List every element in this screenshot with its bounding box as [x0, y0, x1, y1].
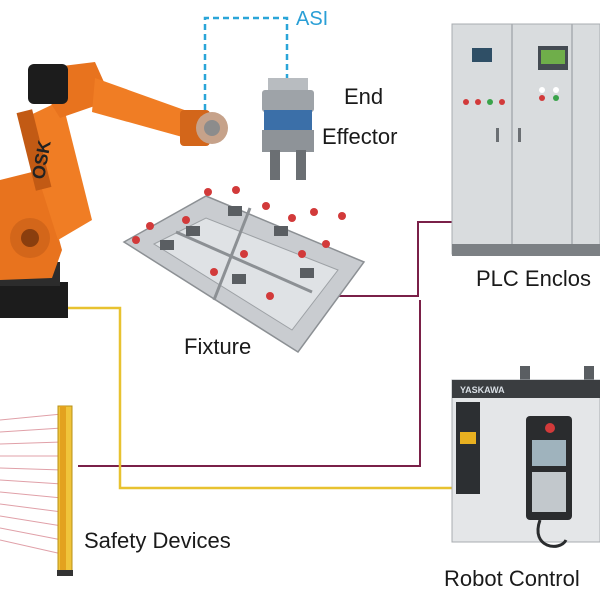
- robot-controller: YASKAWA: [451, 366, 600, 548]
- fixture: [122, 186, 366, 354]
- label-plc-enclosure: PLC Enclos: [476, 266, 591, 291]
- signal-connection-plc-fixture: [338, 221, 456, 297]
- power-connection-robot-controller: [68, 306, 456, 490]
- asi-connection: [203, 16, 289, 110]
- label-fixture: Fixture: [184, 334, 252, 359]
- label-end-effector-line2: Effector: [322, 124, 398, 149]
- end-effector: [262, 78, 314, 180]
- label-asi: ASI: [296, 8, 329, 30]
- robot-arm: OSK: [0, 62, 228, 318]
- safety-devices: [0, 405, 73, 576]
- label-end-effector-line1: End: [344, 84, 384, 109]
- plc-enclosure: [451, 23, 600, 256]
- label-robot-controller: Robot Control: [444, 566, 580, 591]
- robot-controller-brand: YASKAWA: [460, 385, 505, 395]
- label-safety-devices: Safety Devices: [84, 528, 231, 553]
- signal-connection-safety-plc: [78, 300, 421, 467]
